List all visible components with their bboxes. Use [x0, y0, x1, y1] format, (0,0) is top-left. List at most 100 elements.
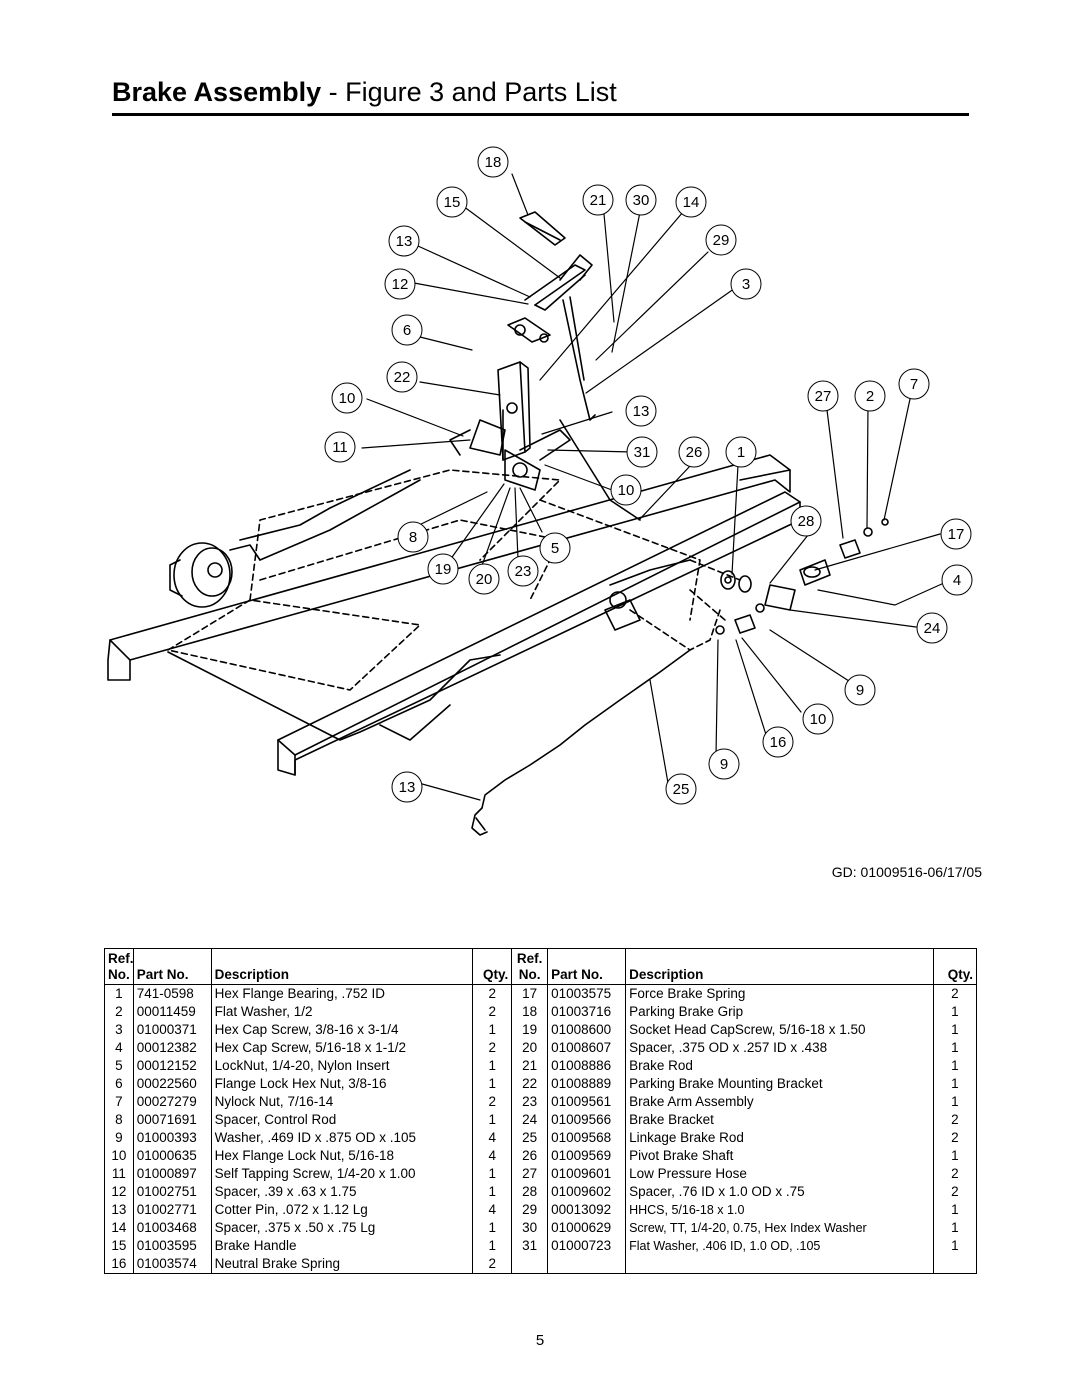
callout-bubble: [386, 361, 418, 393]
callout-label: 1: [737, 444, 745, 461]
wheel-hub: [169, 469, 421, 608]
callout-label: 6: [403, 322, 411, 339]
description-cell: Spacer, .375 x .50 x .75 Lg: [210, 1219, 474, 1237]
callout-bubble: [705, 224, 737, 256]
ref-no-cell: 7: [104, 1093, 134, 1111]
callout-label: 23: [515, 563, 532, 580]
callout-bubble: [807, 380, 839, 412]
part-no-cell: 01000723: [547, 1237, 627, 1255]
qty-cell: 1: [472, 1165, 513, 1183]
callout-label: 9: [856, 682, 864, 699]
qty-cell: 1: [472, 1183, 513, 1201]
callout-bubble: [324, 431, 356, 463]
right-bracket-dashed: [629, 559, 741, 651]
part-no-cell: 01009566: [547, 1111, 627, 1129]
part-no-cell: 01009568: [547, 1129, 627, 1147]
callout-bubble: [468, 563, 500, 595]
qty-cell: 4: [472, 1201, 513, 1219]
description-cell: Spacer, .76 ID x 1.0 OD x .75: [625, 1183, 934, 1201]
callout-label: 14: [683, 194, 700, 211]
part-no-cell: [547, 1255, 627, 1274]
leader-lines: [361, 173, 945, 801]
callout-bubble: [397, 521, 429, 553]
description-cell: Flat Washer, .406 ID, 1.0 OD, .105: [625, 1237, 934, 1255]
callout-label: 2: [866, 388, 874, 405]
qty-cell: 2: [472, 1255, 513, 1274]
qty-cell: 1: [472, 1111, 513, 1129]
frame-rail-front: [107, 454, 801, 776]
callout-label: 19: [435, 561, 452, 578]
part-no-cell: 00022560: [132, 1075, 212, 1093]
part-no-cell: 01003716: [547, 1003, 627, 1021]
callout-bubble: [582, 184, 614, 216]
part-no-cell: 01009602: [547, 1183, 627, 1201]
qty-cell: 2: [472, 1003, 513, 1021]
callout-bubble: [436, 186, 468, 218]
description-cell: Spacer, Control Rod: [210, 1111, 474, 1129]
description-cell: Parking Brake Mounting Bracket: [625, 1075, 934, 1093]
qty-cell: 2: [932, 1183, 978, 1201]
callout-label: 10: [810, 711, 827, 728]
callout-bubble: [427, 553, 459, 585]
ref-no-cell: 31: [511, 1237, 549, 1255]
header-ref-no: Ref.No.: [511, 948, 549, 985]
callout-label: 28: [798, 513, 815, 530]
callout-bubble: [940, 518, 972, 550]
qty-cell: 2: [932, 984, 978, 1003]
qty-cell: 1: [932, 1219, 978, 1237]
description-cell: Nylock Nut, 7/16-14: [210, 1093, 474, 1111]
callout-label: 29: [713, 232, 730, 249]
page-title: Brake Assembly - Figure 3 and Parts List: [112, 74, 617, 110]
description-cell: Washer, .469 ID x .875 OD x .105: [210, 1129, 474, 1147]
ref-no-cell: 25: [511, 1129, 549, 1147]
ref-no-cell: 1: [104, 984, 134, 1003]
qty-cell: 2: [932, 1129, 978, 1147]
part-no-cell: 01008607: [547, 1039, 627, 1057]
description-cell: Brake Bracket: [625, 1111, 934, 1129]
qty-cell: 2: [472, 1039, 513, 1057]
part-no-cell: 01003575: [547, 984, 627, 1003]
callout-circles: [324, 146, 973, 805]
table-header-row: Ref.No. Part No. Description Qty. Ref.No…: [104, 948, 978, 985]
page-number: 5: [535, 1332, 545, 1349]
ref-no-cell: 2: [104, 1003, 134, 1021]
qty-cell: 1: [932, 1057, 978, 1075]
qty-cell: 1: [472, 1075, 513, 1093]
ref-no-cell: 21: [511, 1057, 549, 1075]
header-part-no: Part No.: [547, 948, 627, 985]
deck-plate-solid: [167, 469, 791, 741]
part-no-cell: 01000371: [132, 1021, 212, 1039]
ref-no-cell: 30: [511, 1219, 549, 1237]
ref-no-cell: 6: [104, 1075, 134, 1093]
part-no-cell: 01009601: [547, 1165, 627, 1183]
callout-bubble: [625, 184, 657, 216]
ref-no-cell: 29: [511, 1201, 549, 1219]
ref-no-cell: 26: [511, 1147, 549, 1165]
qty-cell: 2: [932, 1111, 978, 1129]
ref-no-cell: 10: [104, 1147, 134, 1165]
callout-label: 13: [399, 779, 416, 796]
ref-no-cell: 12: [104, 1183, 134, 1201]
ref-no-cell: 15: [104, 1237, 134, 1255]
description-cell: Hex Cap Screw, 3/8-16 x 3-1/4: [210, 1021, 474, 1039]
header-description: Description: [210, 948, 474, 985]
part-no-cell: 00012382: [132, 1039, 212, 1057]
callout-bubble: [941, 564, 973, 596]
part-no-cell: 01002771: [132, 1201, 212, 1219]
callout-label: 4: [953, 572, 961, 589]
ref-no-cell: 27: [511, 1165, 549, 1183]
qty-cell: 1: [472, 1219, 513, 1237]
description-cell: Socket Head CapScrew, 5/16-18 x 1.50: [625, 1021, 934, 1039]
qty-cell: 2: [472, 1093, 513, 1111]
description-cell: Screw, TT, 1/4-20, 0.75, Hex Index Washe…: [625, 1219, 934, 1237]
ref-no-cell: 22: [511, 1075, 549, 1093]
part-no-cell: 01000393: [132, 1129, 212, 1147]
description-cell: Linkage Brake Rod: [625, 1129, 934, 1147]
ref-no-cell: 24: [511, 1111, 549, 1129]
